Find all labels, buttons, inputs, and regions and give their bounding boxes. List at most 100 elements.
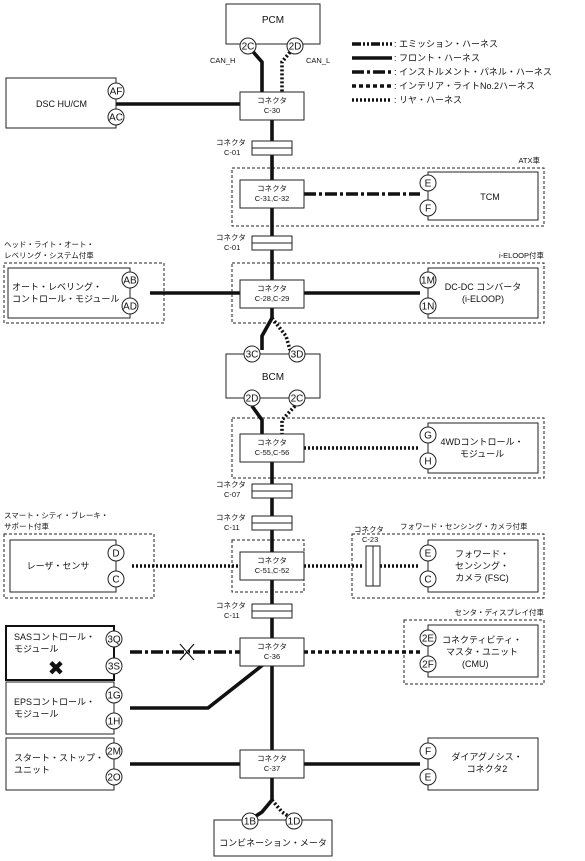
pin-label-dsc-ac: AC	[109, 113, 123, 124]
wire-bcm-top-2	[270, 316, 292, 351]
connector-c01-a-word: コネクタ	[216, 138, 246, 147]
pin-meter-1b	[241, 812, 259, 830]
pin-label-meter-1b: 1B	[244, 817, 257, 828]
connector-c31-word: コネクタ	[257, 184, 287, 193]
connector-c55-c56	[239, 433, 305, 463]
module-label-ss-2: ユニット	[14, 765, 50, 775]
module-label-bcm: BCM	[262, 372, 284, 383]
connector-c37-word: コネクタ	[257, 754, 287, 763]
pin-dc-1n	[419, 297, 437, 315]
pin-label-cmu-2e: 2E	[422, 634, 435, 645]
wire-bcm-top-1	[260, 317, 274, 350]
module-label-ss-1: スタート・ストップ・	[14, 753, 104, 763]
connector-c55-id: C-55,C-56	[255, 448, 290, 457]
pin-label-ss-2o: 2O	[107, 773, 121, 784]
connector-c51-word: コネクタ	[257, 556, 287, 565]
connector-c07-id: C-07	[224, 490, 240, 499]
pin-sas-3s	[105, 657, 123, 675]
wires	[116, 44, 420, 822]
module-label-4wd-2: モジュール	[460, 449, 504, 459]
pin-label-eps-1h: 1H	[108, 717, 121, 728]
fault-cross-icon	[179, 643, 196, 661]
signal-can-l: CAN_L	[306, 56, 330, 65]
module-label-sas-1: SASコントロール・	[14, 632, 95, 642]
connector-c30-id: C-30	[264, 106, 280, 115]
group-label-scbs-2: サポート付車	[4, 521, 49, 531]
module-label-fsc-2: センシング・	[455, 560, 509, 571]
pin-4wd-h	[419, 452, 437, 470]
pin-dsc-ac	[107, 108, 125, 126]
pin-label-laser-d: D	[112, 549, 119, 560]
pin-bcm-3d	[288, 345, 306, 363]
group-label-fsc: フォワード・センシング・カメラ付車	[400, 521, 528, 531]
module-eps	[5, 681, 115, 735]
pin-dc-1m	[419, 271, 437, 289]
pin-pcm-2c	[239, 37, 257, 55]
module-label-cmu-3: (CMU)	[462, 659, 489, 669]
module-pcm	[225, 3, 321, 45]
legend-label-instrument-panel: : インストルメント・パネル・ハーネス	[394, 67, 552, 77]
group-ieloop	[231, 262, 545, 324]
pin-bcm-2c	[288, 389, 306, 407]
pin-label-diag-e: E	[425, 773, 432, 784]
pin-diag-e	[419, 768, 437, 786]
module-label-4wd-1: 4WDコントロール・	[441, 437, 524, 447]
group-4wd	[231, 417, 545, 479]
module-label-eps-2: モジュール	[14, 709, 58, 719]
legend-label-emission: : エミッション・ハーネス	[394, 39, 498, 49]
module-label-eps-1: EPSコントロール・	[14, 697, 95, 707]
pin-al-ab	[121, 271, 139, 289]
module-dcdc-converter	[427, 267, 539, 319]
module-label-cmu-1: コネクティビティ・	[442, 635, 522, 645]
module-dsc-hu-cm	[5, 77, 117, 129]
pin-label-bcm-2d: 2D	[246, 394, 259, 405]
module-fsc	[427, 539, 539, 593]
group-label-atx: ATX車	[518, 155, 540, 165]
pin-ss-2m	[105, 742, 123, 760]
pin-label-4wd-h: H	[424, 457, 431, 468]
connector-c31-c32	[239, 179, 305, 209]
module-label-cmu-2: マスタ・ユニット	[446, 647, 518, 657]
module-label-diag-1: ダイアグノシス・	[451, 751, 522, 762]
pin-label-laser-c: C	[112, 575, 119, 586]
connector-c11-b-id: C-11	[224, 611, 240, 620]
module-auto-leveling	[7, 267, 131, 319]
connector-c28-c29	[239, 279, 305, 309]
pin-diag-f	[419, 742, 437, 760]
pin-label-4wd-g: G	[424, 431, 432, 442]
connector-c37	[239, 749, 305, 779]
connector-c36-id: C-36	[264, 652, 280, 661]
wire-bcm-bottom-2	[280, 404, 297, 434]
pin-label-al-ab: AB	[123, 276, 137, 287]
pin-label-sas-3s: 3S	[108, 662, 121, 673]
pin-laser-d	[107, 544, 125, 562]
fault-marker-icon: ✖	[48, 658, 65, 680]
legend-label-interior-light: : インテリア・ライトNo.2ハーネス	[394, 81, 535, 91]
group-atx	[231, 167, 545, 227]
pin-cmu-2f	[419, 655, 437, 673]
connector-c31-id: C-31,C-32	[255, 194, 290, 203]
module-cmu	[427, 624, 539, 678]
connector-c28-id: C-28,C-29	[255, 294, 290, 303]
connector-c11-a-word: コネクタ	[216, 513, 246, 522]
pin-bcm-3c	[243, 345, 261, 363]
module-4wd	[427, 422, 539, 474]
pin-label-bcm-2c: 2C	[291, 394, 304, 405]
connector-c11-a-id: C-11	[224, 523, 240, 532]
pin-pcm-2d	[286, 37, 304, 55]
pin-cmu-2e	[419, 629, 437, 647]
connector-c11-b-word: コネクタ	[216, 601, 246, 610]
connector-c51-c52	[239, 551, 305, 581]
pin-fsc-c	[419, 570, 437, 588]
pin-label-tcm-e: E	[425, 179, 432, 190]
module-label-meter: コンビネーション・メータ	[219, 838, 327, 848]
group-label-scbs-1: スマート・シティ・ブレーキ・	[4, 510, 108, 520]
pin-label-dsc-af: AF	[110, 87, 123, 98]
pin-label-ss-2m: 2M	[107, 747, 121, 758]
pin-laser-c	[107, 570, 125, 588]
pin-tcm-f	[419, 199, 437, 217]
pin-label-sas-3q: 3Q	[107, 635, 121, 646]
module-label-tcm: TCM	[480, 192, 500, 202]
module-diagnosis-connector	[427, 737, 539, 791]
